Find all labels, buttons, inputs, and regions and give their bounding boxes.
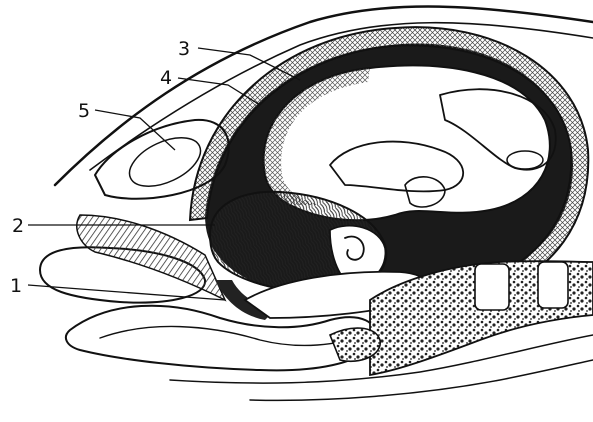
fetus-foot xyxy=(507,151,543,169)
label-4: 4 xyxy=(160,67,172,89)
label-5: 5 xyxy=(78,100,90,122)
label-1: 1 xyxy=(10,275,22,297)
vertebra-2 xyxy=(538,262,568,308)
label-3: 3 xyxy=(178,38,190,60)
label-2: 2 xyxy=(12,215,24,237)
vertebra-1 xyxy=(475,264,509,310)
